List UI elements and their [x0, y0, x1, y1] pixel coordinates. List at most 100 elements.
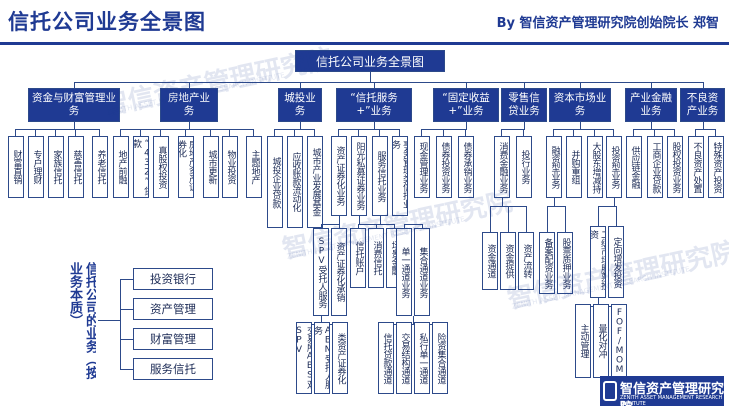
leaf-node-6-2: 大股东增减持	[587, 136, 603, 198]
leaf-connector	[379, 129, 380, 137]
invest-l3-connector	[598, 298, 599, 307]
service-l3-node-0: 信托贷款通道	[378, 322, 394, 394]
leaf-connector	[160, 129, 161, 137]
leaf-node-4-0: 现金管理业务	[414, 136, 430, 198]
consumer-sub-connector	[502, 198, 503, 207]
abs-sub-connector	[339, 216, 340, 225]
service-sub-bus	[404, 224, 423, 225]
abs-l3-node-2: 类资产证券化	[332, 322, 348, 394]
leaf-bus-connector	[300, 122, 301, 130]
securities-item-connector	[120, 309, 134, 310]
leaf-connector	[99, 129, 100, 137]
leaf-node-0-1: 专户理财	[28, 136, 44, 198]
leaf-connector	[15, 129, 16, 137]
leaf-connector	[55, 129, 56, 137]
securities-item-2: 财富管理	[133, 328, 213, 350]
leaf-node-6-3: 投资型业务	[606, 136, 622, 198]
header-divider	[0, 42, 729, 45]
leaf-node-2-2: 城市产业发展基金	[307, 136, 323, 228]
service-sub-node-1: 集合通道业务	[414, 228, 430, 316]
leaf-bus	[695, 129, 716, 130]
invest-l3-node-2: FOF/MOM	[611, 304, 627, 378]
header: 信托公司业务全景图 By 智信资产管理研究院创始院长 郑智	[0, 0, 729, 45]
category-node-1: 房地产业务	[160, 88, 218, 122]
equity-sub-bus	[547, 206, 566, 207]
yangguang-sub-node-0: 信托账户	[350, 228, 366, 288]
abs-l3-node-1: ABN受托人服务	[314, 322, 330, 394]
leaf-connector	[674, 129, 675, 137]
leaf-node-1-3: 房地产资产证券化	[178, 136, 194, 198]
leaf-connector	[314, 129, 315, 137]
equity-sub-leaf-connector	[565, 206, 566, 233]
leaf-connector	[229, 129, 230, 137]
service-sub-leaf-connector	[404, 224, 405, 229]
abs-sub-bus	[321, 224, 340, 225]
consumer-sub-leaf-connector	[526, 206, 527, 233]
leaf-connector	[338, 129, 339, 137]
author-byline: By 智信资产管理研究院创始院长 郑智	[496, 16, 719, 31]
leaf-node-8-0: 不良资产处置	[688, 136, 704, 198]
invest-sub-leaf-connector	[598, 206, 599, 227]
leaf-connector	[253, 129, 254, 137]
equity-sub-connector	[554, 198, 555, 207]
invest-sub-node-0: 二级市场股票投资	[590, 226, 606, 298]
leaf-bus	[553, 129, 614, 130]
leaf-node-0-3: 慈善信托	[68, 136, 84, 198]
leaf-bus	[120, 129, 254, 130]
category-connector	[580, 82, 581, 89]
leaf-node-1-2: 真股权投资	[153, 136, 169, 198]
category-node-7: 产业金融业务	[625, 88, 677, 122]
invest-sub-bus	[598, 206, 617, 207]
category-connector	[524, 82, 525, 89]
leaf-bus-connector	[524, 122, 525, 130]
leaf-node-7-0: 供应链金融	[626, 136, 642, 198]
leaf-node-1-6: 主题地产	[246, 136, 262, 198]
securities-item-connector	[120, 339, 134, 340]
securities-item-connector	[120, 369, 134, 370]
leaf-bus-connector	[651, 122, 652, 130]
invest-l3-node-1: 量化对冲	[593, 304, 609, 378]
leaf-connector	[654, 129, 655, 137]
leaf-bus-connector	[580, 122, 581, 130]
leaf-connector	[399, 129, 400, 137]
leaf-connector	[358, 129, 359, 137]
leaf-node-1-4: 城市更新	[203, 136, 219, 198]
leaf-connector	[210, 129, 211, 137]
leaf-node-0-0: 财富直销	[8, 136, 24, 198]
abs-sub-node-0: SPV受托人服务	[313, 228, 329, 316]
category-node-4: “固定收益+”业务	[433, 88, 499, 122]
service-sub-leaf-connector	[422, 224, 423, 229]
category-connector	[466, 82, 467, 89]
securities-title: 信托公司的业务（按业务本质）	[68, 262, 96, 380]
consumer-sub-node-0: 资金通道	[482, 232, 498, 290]
yangguang-sub-leaf-connector	[358, 224, 359, 229]
abs-sub-node-1: 资产证券化承销	[331, 228, 347, 316]
consumer-sub-leaf-connector	[508, 206, 509, 233]
leaf-connector	[523, 129, 524, 137]
leaf-connector	[185, 129, 186, 137]
category-connector	[651, 82, 652, 89]
service-l3-node-3: 险资集合通道	[432, 322, 448, 394]
leaf-node-6-0: 融资型业务	[546, 136, 562, 198]
equity-sub-node-1: 股票质押业务	[557, 232, 573, 294]
yangguang-sub-node-1: 消费信托	[368, 228, 384, 288]
leaf-bus-connector	[189, 122, 190, 130]
category-node-5: 零售信贷业务	[501, 88, 547, 122]
invest-l3-node-0: 主动管理	[575, 304, 591, 378]
leaf-node-5-1: 投行业务	[516, 136, 532, 198]
leaf-node-8-1: 特殊资产投资	[708, 136, 724, 198]
securities-item-3: 服务信托	[133, 358, 213, 380]
leaf-connector	[501, 129, 502, 137]
leaf-connector	[695, 129, 696, 137]
leaf-node-1-0: 地产前融	[113, 136, 129, 198]
brand-logo: 智信资产管理研究院 ZENITH ASSET MANAGEMENT RESEAR…	[600, 376, 724, 416]
leaf-bus-connector	[374, 122, 375, 130]
root-connector	[370, 72, 371, 83]
leaf-node-3-3: 事务管理类信托业务	[392, 136, 408, 216]
securities-item-0: 投资银行	[133, 268, 213, 290]
leaf-connector	[465, 129, 466, 137]
leaf-connector	[573, 129, 574, 137]
leaf-bus-connector	[702, 122, 704, 130]
leaf-bus	[15, 129, 100, 130]
leaf-connector	[274, 129, 275, 137]
